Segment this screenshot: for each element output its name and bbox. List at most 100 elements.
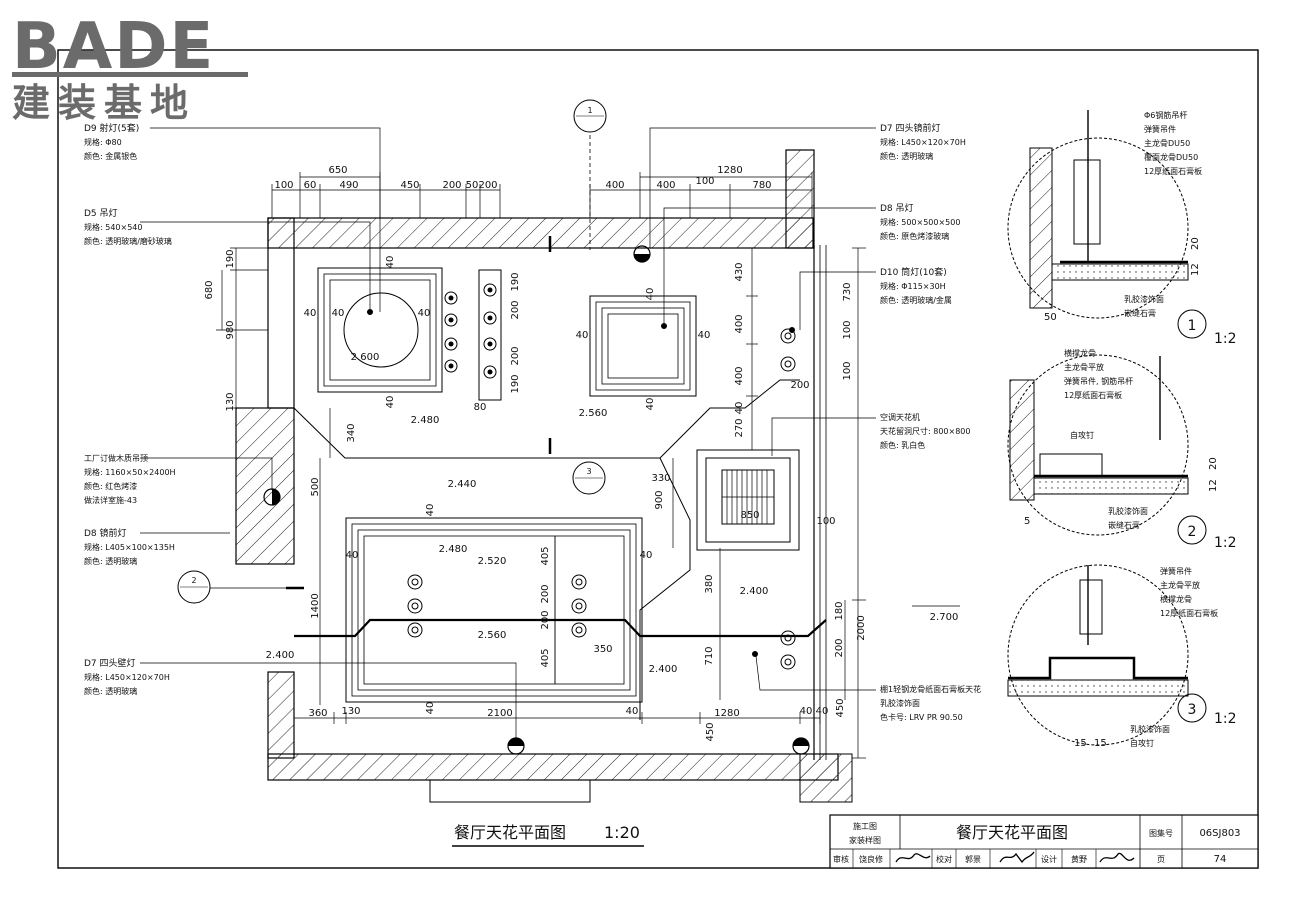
d9-spotlights <box>444 291 458 373</box>
dim-340: 340 <box>346 423 357 442</box>
level-2560-b: 2.560 <box>478 630 507 641</box>
tb-check-label: 校对 <box>936 854 952 864</box>
detail-3-label-2: 横撑龙骨 <box>1160 594 1192 604</box>
drawing-title-name: 餐厅天花平面图 <box>454 823 566 842</box>
detail-2-label-3: 12厚纸面石膏板 <box>1064 390 1122 400</box>
detail-2-label-2: 弹簧吊件, 钢筋吊杆 <box>1064 376 1133 386</box>
dim-200-b: 200 <box>478 180 497 191</box>
ceiling-code: 色卡号: LRV PR 90.50 <box>880 712 963 722</box>
tb-name: 餐厅天花平面图 <box>956 823 1068 842</box>
d8mirror-title: D8 镜前灯 <box>84 527 127 539</box>
detail-1-dim-50: 50 <box>1044 312 1057 323</box>
dim-200-r: 200 <box>834 638 845 657</box>
dim-850: 850 <box>740 510 759 521</box>
callout-d7mirror: D7 四头镜前灯 规格: L450×120×70H 颜色: 透明玻璃 <box>880 122 966 161</box>
detail-1-label-2: 主龙骨DU50 <box>1144 138 1190 148</box>
dim-1280-top: 1280 <box>717 165 742 176</box>
detail-1-dim-20: 20 <box>1190 237 1201 250</box>
section-mark-1-label: 1 <box>587 106 592 115</box>
dim-40-b1: 40 <box>626 706 639 717</box>
dim-100-top: 100 <box>274 180 293 191</box>
detail-1-num: 1 <box>1188 318 1197 334</box>
d10-spec: 规格: Φ115×30H <box>880 281 946 291</box>
signature-designer <box>1099 852 1135 863</box>
signature-reviewer <box>895 853 931 863</box>
dim-40-offset: 40 <box>304 308 317 319</box>
callout-d7wall: D7 四头壁灯 规格: L450×120×70H 颜色: 透明玻璃 <box>84 657 170 696</box>
dim-40-offset-10: 40 <box>346 550 359 561</box>
bottom-wall-ext <box>429 779 591 803</box>
section-cut-line <box>294 618 827 638</box>
brand-name: BADE <box>12 10 215 84</box>
d8pendant-spec: 规格: 500×500×500 <box>880 217 960 227</box>
lower-recess-2 <box>351 523 637 697</box>
tb-checker: 郭景 <box>965 854 981 864</box>
d8mirror-spec: 规格: L405×100×135H <box>84 542 175 552</box>
dim-40-offset-3: 40 <box>418 308 431 319</box>
d5-color: 颜色: 透明玻璃/磨砂玻璃 <box>84 236 172 246</box>
dimension-lines <box>216 172 866 759</box>
callout-d8mirror: D8 镜前灯 规格: L405×100×135H 颜色: 透明玻璃 <box>84 527 175 566</box>
ac-outer <box>696 449 800 551</box>
detail-3-profile <box>1008 656 1188 680</box>
dim-270: 270 <box>734 418 745 437</box>
drawing-title: 餐厅天花平面图 1:20 <box>452 823 644 847</box>
d5-title: D5 吊灯 <box>84 208 118 219</box>
lower-recess-outer <box>345 517 643 703</box>
dim-40-offset-9: 40 <box>645 398 656 411</box>
level-2600: 2.600 <box>351 352 380 363</box>
detail-2-board <box>1033 477 1189 495</box>
dim-490: 490 <box>339 180 358 191</box>
dim-1400: 1400 <box>310 593 321 618</box>
dim-2000: 2000 <box>856 615 867 640</box>
tb-review-label: 审核 <box>833 854 849 864</box>
left-wall-lower <box>267 671 295 759</box>
detail-1-board <box>1051 263 1189 281</box>
dim-380: 380 <box>704 574 715 593</box>
dim-400-a: 400 <box>605 180 624 191</box>
bottom-wall <box>267 753 839 781</box>
detail-1-wall <box>1029 147 1053 309</box>
dim-100-r2: 100 <box>842 361 853 380</box>
lower-recess-3 <box>357 529 631 691</box>
wood-color: 颜色: 红色烤漆 <box>84 481 137 491</box>
dim-450: 450 <box>400 180 419 191</box>
ceiling-plan: 1 3 2 <box>177 99 853 803</box>
leader-lines <box>140 127 876 738</box>
tb-reviewer: 饶良修 <box>859 854 883 864</box>
callout-d9: D9 射灯(5套) 规格: Φ80 颜色: 金属银色 <box>84 122 139 161</box>
d8-mirror-light-fill <box>793 738 809 746</box>
detail-1-label-0: Φ6钢筋吊杆 <box>1144 110 1187 120</box>
dim-200-i2: 200 <box>510 346 521 365</box>
dim-40-offset-13: 40 <box>425 702 436 715</box>
dim-680: 680 <box>204 280 215 299</box>
dim-900: 900 <box>654 490 665 509</box>
d9-spec: 规格: Φ80 <box>84 137 122 147</box>
brand-logo: BADE 建装基地 <box>12 10 248 125</box>
level-2480-a: 2.480 <box>411 415 440 426</box>
d9-title: D9 射灯(5套) <box>84 122 139 134</box>
dim-190-i2: 190 <box>510 374 521 393</box>
detail-3-dim-15a: 15 <box>1074 738 1087 749</box>
callout-ac: 空调天花机 天花留洞尺寸: 800×800 颜色: 乳白色 <box>880 412 970 450</box>
tb-page-no: 74 <box>1214 854 1227 865</box>
title-block: 施工图 家装样图 餐厅天花平面图 图集号 06SJ803 审核 饶良修 校对 郭… <box>829 814 1259 869</box>
detail-3-label-3: 12厚纸面石膏板 <box>1160 608 1218 618</box>
detail-1: Φ6钢筋吊杆 弹簧吊件 主龙骨DU50 覆面龙骨DU50 12厚纸面石膏板 乳胶… <box>1007 110 1237 347</box>
dim-450-br: 450 <box>835 698 846 717</box>
detail-2-wall <box>1009 379 1035 501</box>
dim-430: 430 <box>734 262 745 281</box>
dim-50: 50 <box>466 180 479 191</box>
callout-d10: D10 筒灯(10套) 规格: Φ115×30H 颜色: 透明玻璃/金属 <box>880 266 952 305</box>
dim-130-b: 130 <box>341 706 360 717</box>
dim-650: 650 <box>328 165 347 176</box>
d7-mirror-light-fill <box>634 254 650 262</box>
tb-design-label: 设计 <box>1041 854 1057 864</box>
detail-2-label-1: 主龙骨平放 <box>1064 362 1104 372</box>
dim-710: 710 <box>704 646 715 665</box>
d5-pendant-lamp <box>343 292 419 368</box>
dim-40-offset-4: 40 <box>385 256 396 269</box>
drawing-title-scale: 1:20 <box>604 823 640 842</box>
ceiling-zone-outline <box>293 379 800 459</box>
